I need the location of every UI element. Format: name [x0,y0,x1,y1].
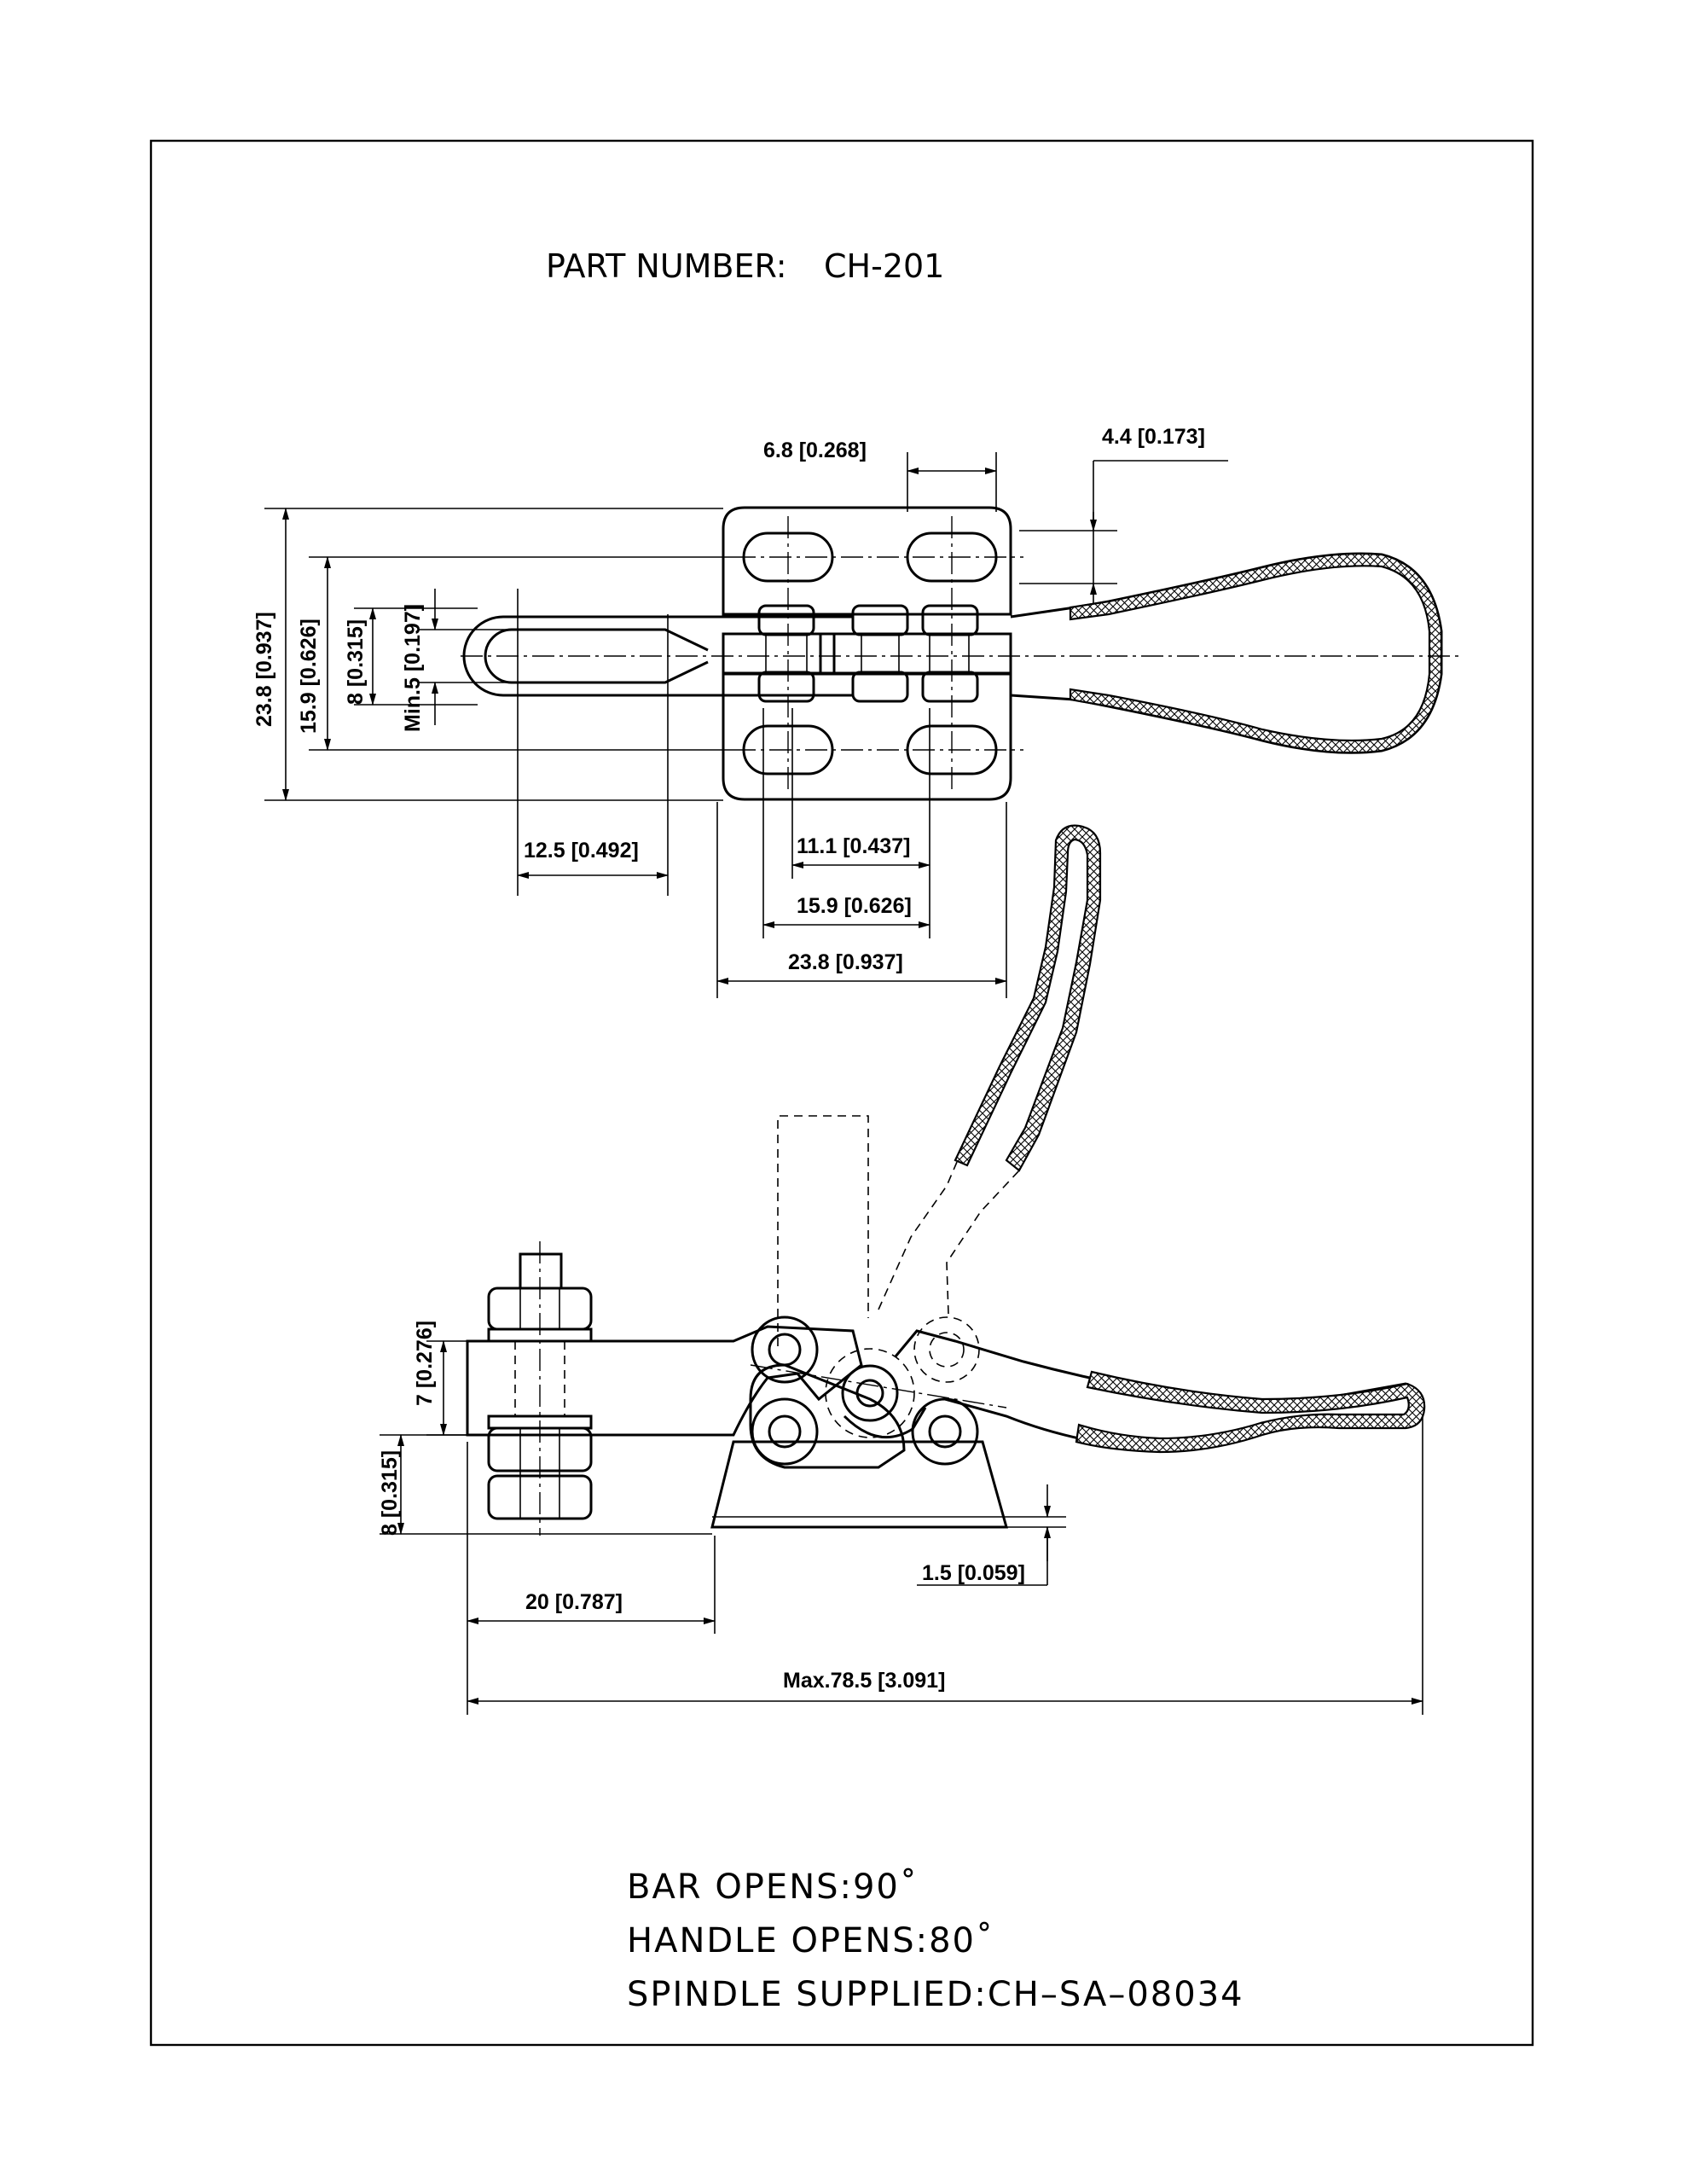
side-view [466,824,1426,1536]
part-number-label: PART NUMBER: [546,247,787,285]
dim-8-vertical: 8 [0.315] [344,619,368,705]
dim-max-78-5: Max.78.5 [3.091] [783,1669,945,1693]
dim-4-4: 4.4 [0.173] [1102,425,1205,449]
note-spindle-supplied: SPINDLE SUPPLIED:CH–SA–08034 [627,1975,1244,2014]
dim-11-1: 11.1 [0.437] [797,834,910,858]
dim-12-5: 12.5 [0.492] [524,839,639,863]
part-number-title: PART NUMBER: CH-201 [546,247,944,285]
top-view [461,506,1458,801]
note-handle-opens: HANDLE OPENS:80˚ [627,1921,994,1960]
side-view-dimensions: 7 [0.276] 8 [0.315] 1.5 [0.059] 20 [0.78… [378,1321,1423,1715]
dim-20: 20 [0.787] [525,1590,623,1614]
dim-7: 7 [0.276] [413,1321,437,1406]
dim-1-5: 1.5 [0.059] [922,1561,1025,1585]
dim-8-side: 8 [0.315] [378,1450,402,1536]
dim-min-5: Min.5 [0.197] [401,604,425,732]
dim-23-8-horizontal: 23.8 [0.937] [788,950,903,974]
dim-23-8-vertical: 23.8 [0.937] [252,612,276,727]
dim-6-8: 6.8 [0.268] [763,439,867,462]
note-bar-opens: BAR OPENS:90˚ [627,1867,919,1907]
part-number-value: CH-201 [824,247,944,285]
top-view-dimensions: 6.8 [0.268] 4.4 [0.173] 23.8 [0.937] 15.… [252,425,1228,998]
notes-block: BAR OPENS:90˚ HANDLE OPENS:80˚ SPINDLE S… [627,1867,1244,2014]
drawing-border [149,139,1534,2047]
dim-15-9-vertical: 15.9 [0.626] [297,619,321,734]
dim-15-9-horizontal: 15.9 [0.626] [797,894,912,918]
